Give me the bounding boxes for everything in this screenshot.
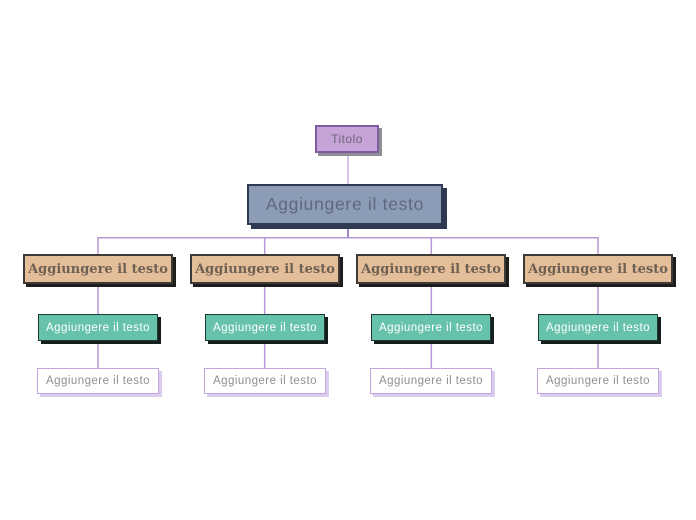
title-node[interactable]: Titolo <box>315 125 379 153</box>
branch-3-level-3-node[interactable]: Aggiungere il testo <box>370 368 492 394</box>
branch-1-level-2-node[interactable]: Aggiungere il testo <box>38 314 158 341</box>
branch-3-level-2-node[interactable]: Aggiungere il testo <box>371 314 491 341</box>
branch-4-level-2-node[interactable]: Aggiungere il testo <box>538 314 658 341</box>
branch-2-level-2-node[interactable]: Aggiungere il testo <box>205 314 325 341</box>
branch-2-level-3-node[interactable]: Aggiungere il testo <box>204 368 326 394</box>
branch-4-level-3-node[interactable]: Aggiungere il testo <box>537 368 659 394</box>
branch-2-level-1-node[interactable]: Aggiungere il testo <box>190 254 340 284</box>
branch-4-level-1-node[interactable]: Aggiungere il testo <box>523 254 673 284</box>
branch-1-level-3-node[interactable]: Aggiungere il testo <box>37 368 159 394</box>
root-node[interactable]: Aggiungere il testo <box>247 184 443 225</box>
branch-1-level-1-node[interactable]: Aggiungere il testo <box>23 254 173 284</box>
branch-3-level-1-node[interactable]: Aggiungere il testo <box>356 254 506 284</box>
